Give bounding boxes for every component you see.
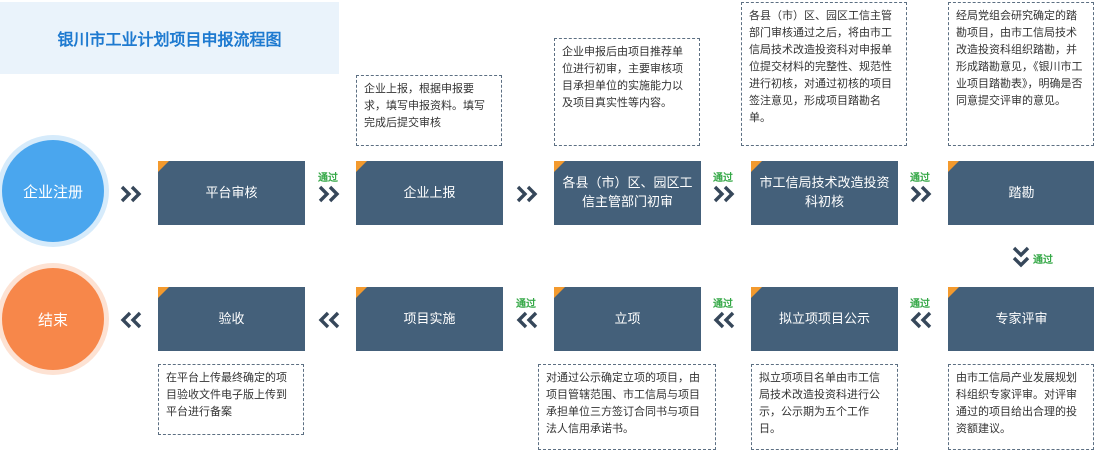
arrow-left-icon [318, 310, 340, 330]
arrow-right-icon [910, 184, 932, 204]
node-site-survey: 踏勘 [948, 161, 1094, 225]
arrow-right-icon [516, 184, 538, 204]
arrow-left-icon [910, 310, 932, 330]
node-platform-review: 平台审核 [158, 161, 305, 225]
node-project-approval: 立项 [554, 287, 701, 351]
pass-label: 通过 [910, 173, 930, 184]
note-city-initial-check: 各县（市）区、园区工信主管部门审核通过之后，将由市工信局技术改造投资科对申报单位… [741, 2, 907, 146]
note-project-approval: 对通过公示确定立项的项目，由项目管辖范围、市工信局与项目承担单位三方签订合同书与… [538, 364, 716, 450]
arrow-left-icon [516, 310, 538, 330]
pass-label: 通过 [910, 299, 930, 310]
arrow-right-icon [318, 184, 340, 204]
arrow-right-icon [713, 184, 735, 204]
pass-label: 通过 [1033, 255, 1053, 266]
node-project-implementation: 项目实施 [356, 287, 503, 351]
node-county-preliminary-review: 各县（市）区、园区工信主管部门初审 [554, 161, 701, 225]
arrow-down-icon [1011, 246, 1031, 268]
arrow-left-icon [713, 310, 735, 330]
note-site-survey: 经局党组会研究确定的踏勘项目，由市工信局技术改造投资科组织踏勘，并形成踏勘意见，… [948, 2, 1094, 146]
node-expert-review: 专家评审 [948, 287, 1094, 351]
arrow-right-icon [120, 184, 142, 204]
note-proposed-project-publicity: 拟立项项目名单由市工信局技术改造投资科进行公示，公示期为五个工作日。 [751, 364, 898, 450]
note-enterprise-report: 企业上报，根据申报要求，填写申报资料。填写完成后提交审核 [356, 75, 502, 146]
page-title: 银川市工业计划项目申报流程图 [0, 2, 339, 74]
node-proposed-project-publicity: 拟立项项目公示 [751, 287, 898, 351]
note-acceptance: 在平台上传最终确定的项目验收文件电子版上传到平台进行备案 [158, 364, 304, 435]
pass-label: 通过 [516, 299, 536, 310]
note-county-preliminary-review: 企业申报后由项目推荐单位进行初审，主要审核项目承担单位的实施能力以及项目真实性等… [554, 38, 700, 146]
pass-label: 通过 [318, 173, 338, 184]
pass-label: 通过 [713, 299, 733, 310]
node-city-initial-check: 市工信局技术改造投资科初核 [751, 161, 898, 225]
end-circle: 结束 [2, 268, 104, 370]
start-circle: 企业注册 [2, 140, 104, 242]
note-expert-review: 由市工信局产业发展规划科组织专家评审。对评审通过的项目给出合理的投资额建议。 [948, 364, 1094, 450]
node-acceptance: 验收 [158, 287, 305, 351]
arrow-left-icon [120, 310, 142, 330]
pass-label: 通过 [713, 173, 733, 184]
node-enterprise-report: 企业上报 [356, 161, 503, 225]
